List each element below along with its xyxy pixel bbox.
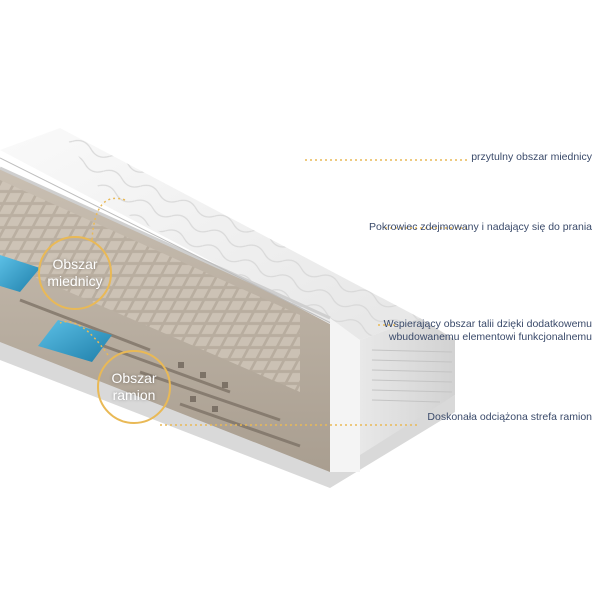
zone-pelvis-line-2: miednicy	[47, 273, 103, 289]
zone-shoulder-line-2: ramion	[112, 387, 156, 403]
callout-waist-line-1: Wspierający obszar talii dzięki dodatkow…	[383, 318, 592, 330]
callout-waist-line-2: wbudowanemu elementowi funkcjonalnemu	[388, 331, 592, 343]
zone-circle-pelvis: Obszar miednicy	[38, 236, 112, 310]
zone-pelvis-line-1: Obszar	[52, 256, 98, 272]
callout-waist-support: Wspierający obszar talii dzięki dodatkow…	[384, 318, 592, 344]
callout-removable-cover: Pokrowiec zdejmowany i nadający się do p…	[369, 221, 592, 233]
cover-side	[330, 318, 360, 472]
zone-shoulder-line-1: Obszar	[111, 370, 157, 386]
blue-insert-waist	[38, 320, 112, 362]
callout-shoulder-zone: Doskonała odciążona strefa ramion	[427, 411, 592, 423]
zone-circle-shoulder: Obszar ramion	[97, 350, 171, 424]
blue-insert-pelvis	[0, 255, 40, 292]
callout-pelvis-support: przytulny obszar miednicy	[471, 151, 592, 163]
